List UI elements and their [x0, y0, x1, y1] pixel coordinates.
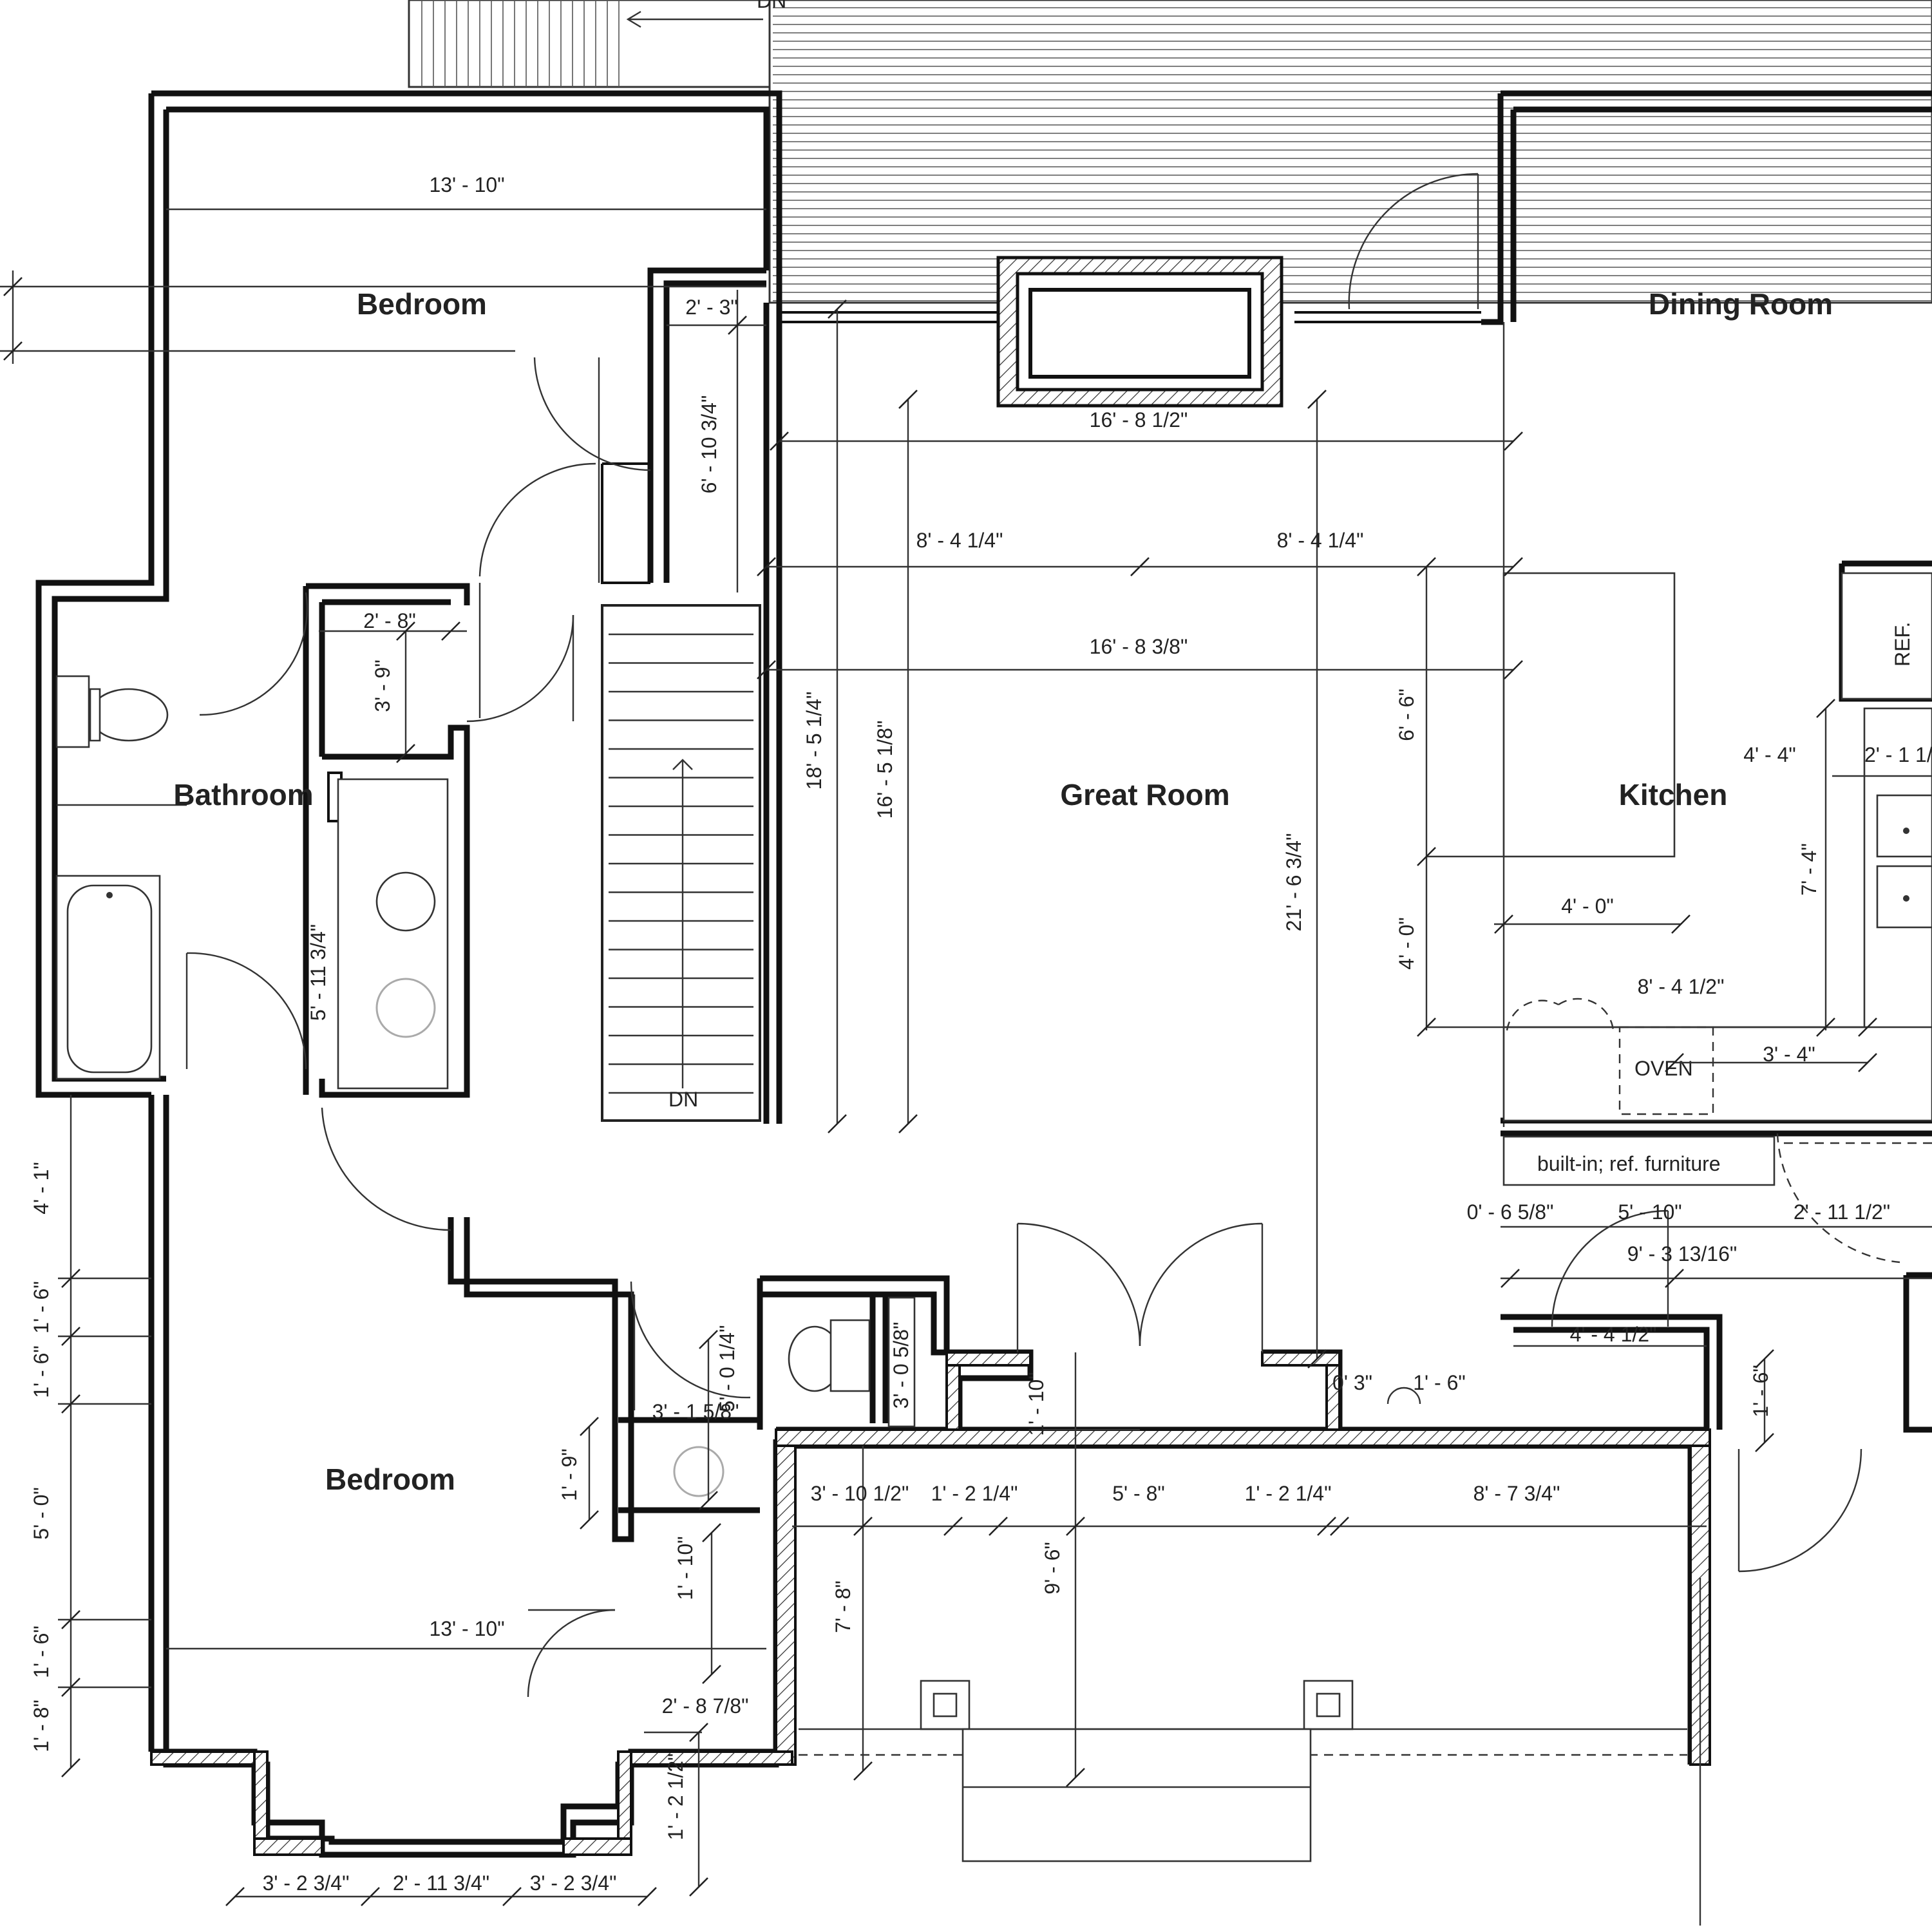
dim-text: 9' - 6"	[1041, 1542, 1064, 1595]
interior-stair	[601, 604, 761, 1122]
room-label-kitchen: Kitchen	[1619, 778, 1728, 811]
dimension-lines	[0, 208, 1932, 1926]
fireplace	[996, 256, 1283, 408]
dim-text: 3' - 9"	[371, 659, 394, 712]
oven-label: OVEN	[1634, 1057, 1693, 1080]
exterior-stair	[408, 0, 771, 88]
dim-text: 6' - 6"	[1395, 688, 1418, 741]
dim-text: 2' - 8 7/8"	[662, 1694, 749, 1718]
dim-text: 5' - 0"	[30, 1487, 53, 1540]
dim-text: 1' - 9"	[558, 1448, 581, 1501]
dim-text: 16' - 8 3/8"	[1090, 635, 1188, 658]
dim-text: 2' - 1 1/	[1864, 743, 1932, 766]
dim-text: 1' - 6"	[1749, 1365, 1772, 1417]
dim-text: 13' - 10"	[429, 173, 504, 196]
dim-text: 4' - 1"	[30, 1162, 53, 1215]
dim-text: 1' - 8"	[30, 1700, 53, 1752]
dim-text: 1' - 6"	[1413, 1371, 1466, 1394]
dim-text: 4' - 0"	[1395, 917, 1418, 970]
bathroom-fixtures	[55, 675, 449, 1090]
porch	[799, 1680, 1687, 1862]
dim-text: 5' - 10"	[1618, 1200, 1681, 1224]
dim-text: 3' - 4"	[1763, 1043, 1815, 1066]
dimension-texts: 13' - 10" 2' - 3" 6' - 10 3/4" 16' - 8 1…	[30, 173, 1932, 1895]
dim-text: 7' - 8"	[831, 1580, 855, 1633]
dim-text: 8' - 7 3/4"	[1473, 1482, 1560, 1505]
room-label-bathroom: Bathroom	[173, 778, 313, 811]
dim-text: 1' - 2 1/4"	[931, 1482, 1018, 1505]
dim-text: 1' - 10"	[1025, 1372, 1048, 1435]
dim-text: 3' - 2 3/4"	[263, 1871, 350, 1895]
porch-walls	[150, 1351, 1711, 1856]
dim-text: 3' - 10 1/2"	[811, 1482, 909, 1505]
dim-text: 7' - 4"	[1797, 843, 1821, 896]
dim-text: 2' - 11 3/4"	[393, 1871, 489, 1895]
dim-text: 5' - 8"	[1112, 1482, 1165, 1505]
room-label-bedroom-top: Bedroom	[357, 287, 487, 321]
room-label-bedroom-bottom: Bedroom	[325, 1463, 455, 1496]
dim-text: 4' - 4 1/2"	[1570, 1323, 1657, 1346]
hall-bath-fixtures	[673, 1296, 916, 1497]
dim-text: 1' - 2 1/4"	[1245, 1482, 1332, 1505]
dim-text: 8' - 4 1/4"	[1277, 529, 1364, 552]
dim-text: 8' - 4 1/4"	[916, 529, 1003, 552]
dim-text: 1' - 10"	[674, 1536, 697, 1600]
dim-text: 3' - 0 5/8"	[889, 1322, 913, 1409]
stair-dn-label: DN	[668, 1088, 698, 1111]
kitchen-fixtures	[1502, 572, 1932, 1186]
dim-text: 2' - 3"	[685, 296, 738, 319]
dim-text: 1' - 6"	[30, 1345, 53, 1398]
dim-text: 0' - 6 5/8"	[1467, 1200, 1554, 1224]
dim-text: 21' - 6 3/4"	[1282, 833, 1305, 932]
dim-text: 2' - 11 1/2"	[1794, 1200, 1890, 1224]
dim-text: 2' - 8"	[363, 609, 416, 632]
dim-text: 4' - 0"	[1561, 895, 1614, 918]
deck	[768, 0, 1932, 304]
dim-text: 16' - 8 1/2"	[1090, 408, 1188, 431]
room-label-dining-room: Dining Room	[1649, 287, 1833, 321]
dimension-ticks	[3, 277, 1877, 1906]
dim-text: 9' - 3 13/16"	[1627, 1242, 1737, 1265]
dim-text: 5' - 0 1/4"	[715, 1325, 739, 1412]
dim-text: 3' - 1 5/8"	[652, 1400, 739, 1423]
dim-text: 1' - 6"	[30, 1281, 53, 1334]
dim-text: 1' - 6"	[30, 1625, 53, 1678]
dim-text: 0' 3"	[1332, 1371, 1372, 1394]
dim-text: 4' - 4"	[1743, 743, 1796, 766]
ref-label: REF.	[1891, 622, 1914, 667]
dim-text: 5' - 11 3/4"	[307, 924, 330, 1021]
stair-dn-label-top: DN	[757, 0, 786, 12]
dim-text: 6' - 10 3/4"	[697, 395, 721, 494]
builtin-label: built-in; ref. furniture	[1537, 1152, 1721, 1175]
doors	[185, 173, 1932, 1698]
room-label-great-room: Great Room	[1060, 778, 1229, 811]
dim-text: 8' - 4 1/2"	[1638, 975, 1725, 998]
dim-text: 1' - 2 1/2"	[664, 1754, 687, 1841]
dim-text: 16' - 5 1/8"	[873, 721, 896, 819]
dim-text: 13' - 10"	[429, 1617, 504, 1640]
dim-text: 3' - 2 3/4"	[530, 1871, 617, 1895]
dim-text: 18' - 5 1/4"	[802, 692, 826, 790]
